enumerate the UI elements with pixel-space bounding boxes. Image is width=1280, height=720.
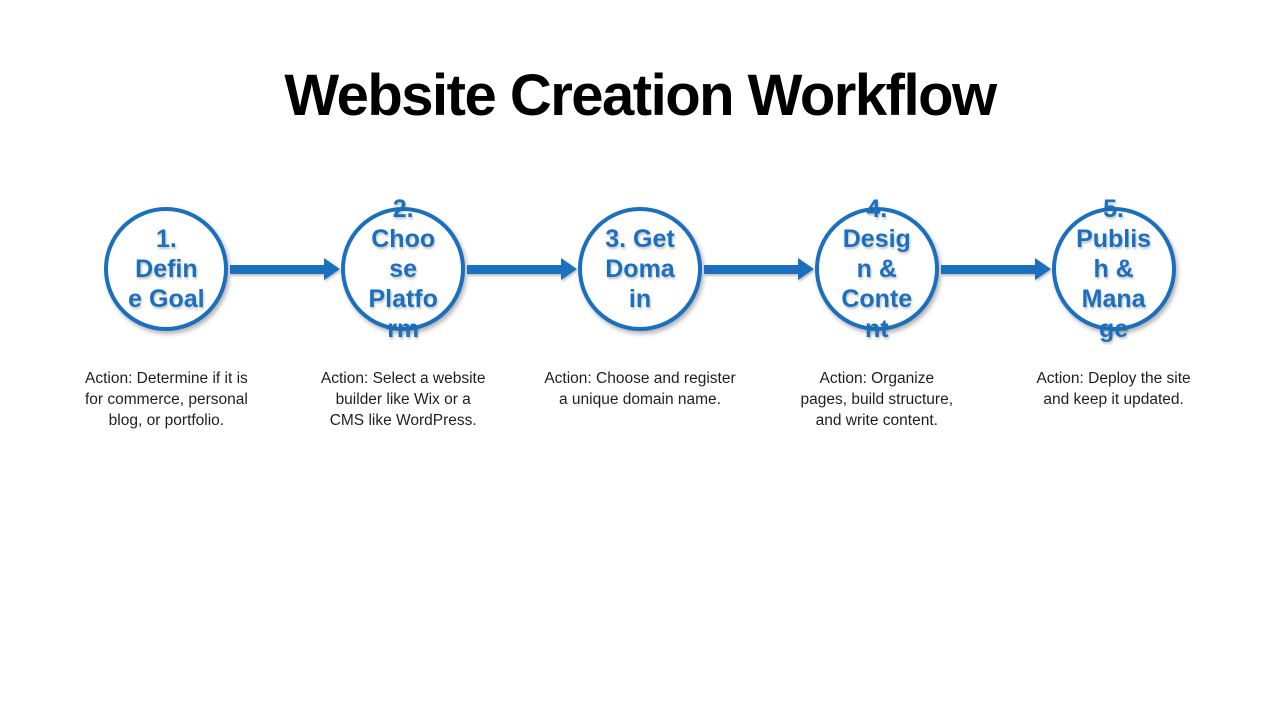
step-action-text: Action: Select a website builder like Wi… (320, 370, 486, 429)
step-action-text: Action: Choose and register a unique dom… (544, 370, 736, 408)
flow-arrow-icon (467, 257, 578, 281)
step-action-text: Action: Deploy the site and keep it upda… (1036, 370, 1191, 408)
step-circle (814, 207, 939, 331)
step-action-text: Action: Determine if it is for commerce,… (84, 370, 248, 429)
arrow-head (561, 258, 578, 280)
step-circle (104, 207, 229, 331)
step-action-text: Action: Organize pages, build structure,… (800, 370, 954, 429)
arrow-shaft (703, 265, 801, 274)
arrow-head (324, 258, 341, 280)
arrow-head (1034, 258, 1051, 280)
arrow-head (797, 258, 814, 280)
arrow-shaft (467, 265, 565, 274)
flow-arrow-icon (230, 257, 341, 281)
flow-arrow-icon (940, 257, 1051, 281)
step-circle (341, 207, 466, 331)
flow-arrow-icon (703, 257, 814, 281)
arrow-shaft (940, 265, 1038, 274)
arrow-shaft (230, 265, 328, 274)
step-circle (1051, 207, 1176, 331)
page-title: Website Creation Workflow (284, 63, 997, 128)
step-circle (577, 207, 702, 331)
